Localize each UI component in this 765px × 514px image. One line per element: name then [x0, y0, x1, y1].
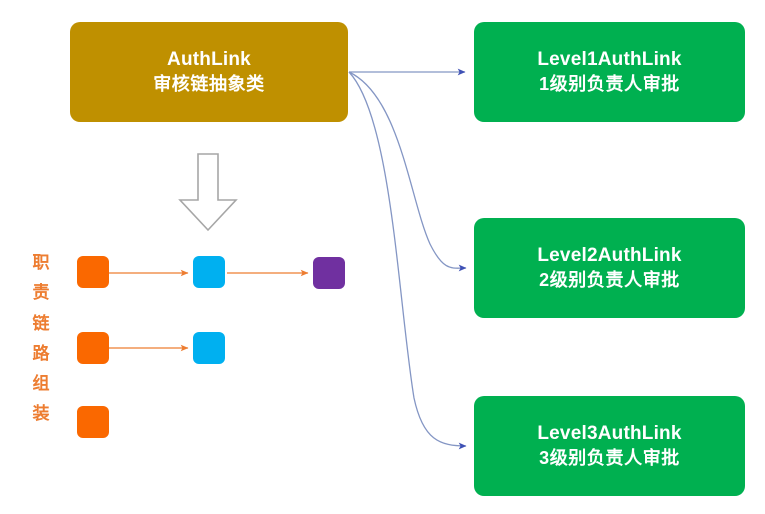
node-subtitle: 3级别负责人审批 [539, 448, 680, 469]
node-title: AuthLink [167, 48, 251, 70]
connector-to-level2 [348, 71, 467, 272]
node-authlink-abstract[interactable]: AuthLink 审核链抽象类 [70, 22, 348, 122]
down-arrow-icon [178, 153, 238, 232]
node-title: Level2AuthLink [537, 244, 682, 266]
node-title: Level3AuthLink [537, 422, 682, 444]
chain-label-char: 链 [32, 313, 50, 333]
chain-label-char: 装 [32, 404, 50, 424]
chain-assembly-label: 职 责 链 路 组 装 [28, 248, 54, 430]
chain-chip-orange[interactable] [77, 332, 109, 364]
chain-chip-blue[interactable] [193, 332, 225, 364]
chain-chip-orange[interactable] [77, 406, 109, 438]
node-subtitle: 审核链抽象类 [153, 74, 265, 95]
connector-to-level3 [348, 71, 467, 450]
node-subtitle: 1级别负责人审批 [539, 74, 680, 95]
node-level2-authlink[interactable]: Level2AuthLink 2级别负责人审批 [474, 218, 745, 318]
node-subtitle: 2级别负责人审批 [539, 270, 680, 291]
chain-chip-purple[interactable] [313, 257, 345, 289]
node-title: Level1AuthLink [537, 48, 682, 70]
chain-label-char: 组 [32, 374, 50, 393]
node-level1-authlink[interactable]: Level1AuthLink 1级别负责人审批 [474, 22, 745, 122]
chain-label-char: 职 [32, 253, 50, 272]
chain-chip-blue[interactable] [193, 256, 225, 288]
chain-chip-orange[interactable] [77, 256, 109, 288]
chain-label-char: 责 [32, 283, 50, 303]
chain-label-char: 路 [32, 343, 50, 363]
node-level3-authlink[interactable]: Level3AuthLink 3级别负责人审批 [474, 396, 745, 496]
